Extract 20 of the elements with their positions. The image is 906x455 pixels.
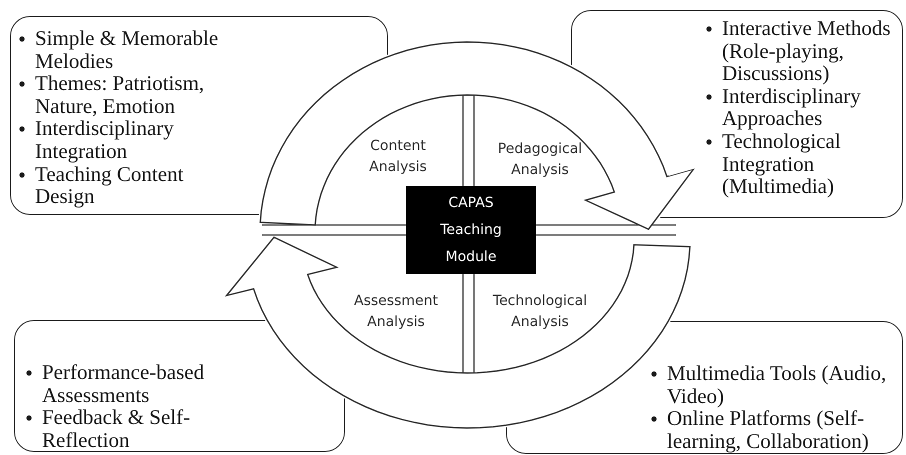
bullet-text: Teaching Content Design <box>35 162 184 208</box>
curved-arrow <box>260 41 696 230</box>
quadrant-label: Assessment Analysis <box>353 292 439 332</box>
bullet-text: Simple & Memorable Melodies <box>35 27 220 72</box>
center-box <box>406 186 536 274</box>
bullet-text: Interdisciplinary Approaches <box>722 84 862 130</box>
quadrant-label: Content Analysis <box>368 137 428 177</box>
bullet-text: Multimedia Tools (Audio, Video) <box>667 362 888 408</box>
bullet-text: Interdisciplinary Integration <box>35 117 175 163</box>
center-title: CAPAS Teaching Module <box>439 194 503 266</box>
bullet-text: Online Platforms (Self-learning, Collaboration) <box>667 407 870 452</box>
bullet-text: Themes: Patriotism, Nature, Emotion <box>35 72 206 118</box>
curved-arrow <box>224 236 691 429</box>
bullet-text: Technological Integration (Multimedia) <box>722 130 842 198</box>
rounded-box <box>14 320 345 452</box>
bullet-text: Feedback & Self-Reflection <box>42 406 192 452</box>
quadrant-label: Pedagogical Analysis <box>496 140 584 180</box>
quadrant-label: Technological Analysis <box>492 292 588 332</box>
bullet-text: Interactive Methods (Role-playing, Discussions) <box>722 17 892 85</box>
bullet-text: Performance-based Assessments <box>42 361 206 406</box>
